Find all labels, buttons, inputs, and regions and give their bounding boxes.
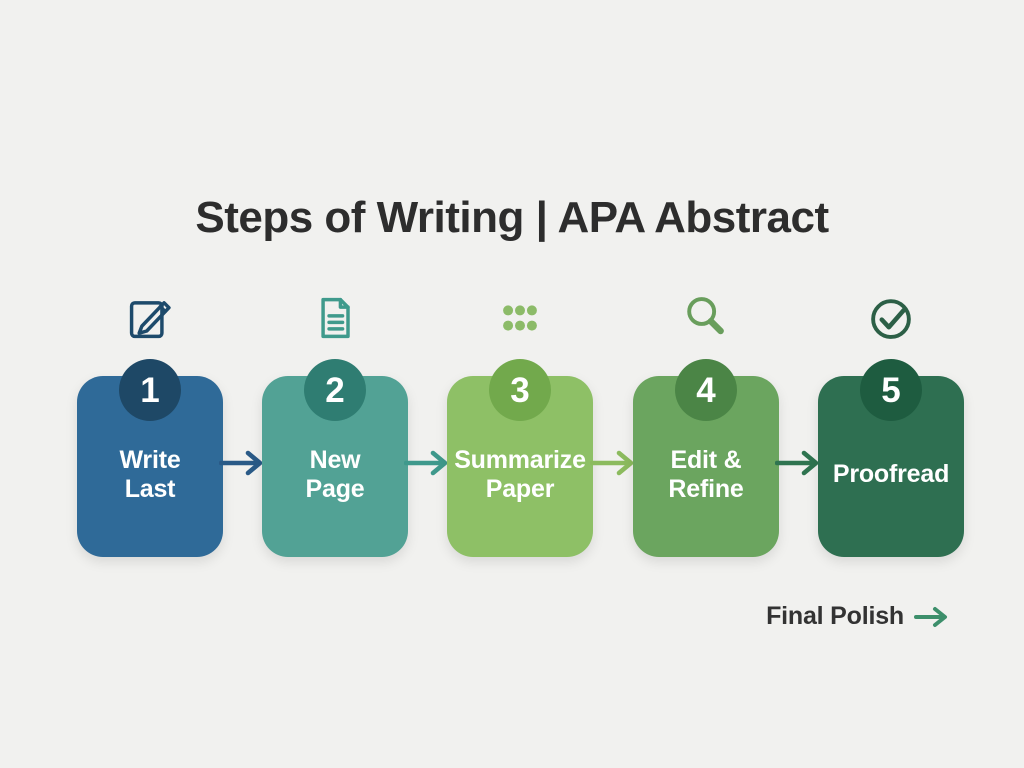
step-box-summarize-paper: 3 Summarize Paper <box>447 359 593 557</box>
dots-grid-icon <box>494 292 546 344</box>
step-box-proofread: 5 Proofread <box>818 359 964 557</box>
step-label: New Page <box>305 445 365 503</box>
step-label: Edit & Refine <box>668 445 744 503</box>
arrow-right-icon <box>590 444 636 482</box>
final-polish-label: Final Polish <box>766 602 904 630</box>
edit-icon <box>124 292 176 344</box>
step-number-badge: 3 <box>489 359 551 421</box>
step-box-edit-refine: 4 Edit & Refine <box>633 359 779 557</box>
step-number: 1 <box>140 370 160 410</box>
step-label: Proofread <box>832 460 950 488</box>
step-box-write-last: 1 Write Last <box>77 359 223 557</box>
arrow-right-icon <box>219 444 265 482</box>
step-number-badge: 4 <box>675 359 737 421</box>
page-title: Steps of Writing | APA Abstract <box>195 193 829 242</box>
step-number-badge: 1 <box>119 359 181 421</box>
arrow-right-icon <box>775 444 821 482</box>
check-circle-icon <box>865 292 917 344</box>
step-number-badge: 5 <box>860 359 922 421</box>
step-label: Summarize Paper <box>454 445 586 503</box>
step-number: 4 <box>696 370 716 410</box>
step-number: 5 <box>881 370 901 410</box>
magnifier-icon <box>680 292 732 344</box>
step-number: 3 <box>510 370 530 410</box>
step-box-new-page: 2 New Page <box>262 359 408 557</box>
final-polish-note: Final Polish <box>766 602 950 631</box>
arrow-right-icon <box>914 604 950 630</box>
arrow-right-icon <box>404 444 450 482</box>
step-number: 2 <box>325 370 345 410</box>
step-label: Write Last <box>119 445 181 503</box>
step-number-badge: 2 <box>304 359 366 421</box>
document-icon <box>309 292 361 344</box>
